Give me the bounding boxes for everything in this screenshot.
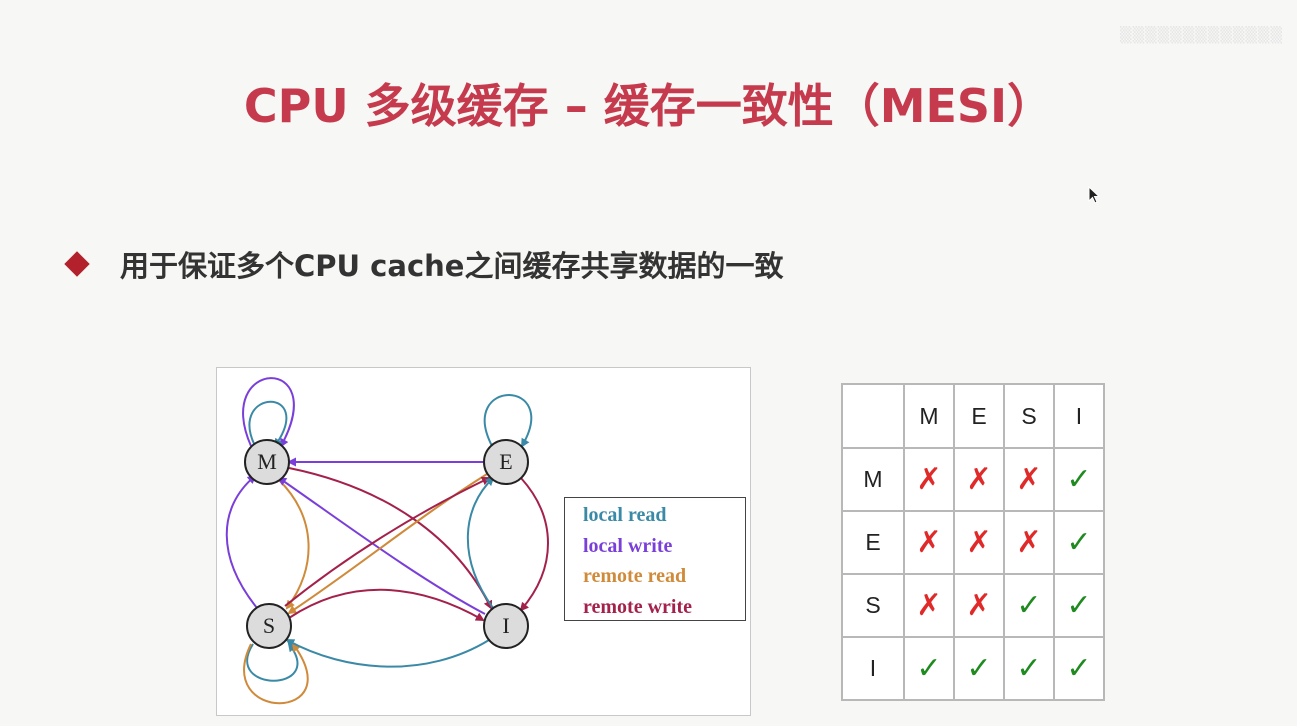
mesi-state-diagram: M E S I local read local write remote re… xyxy=(216,367,751,716)
edge-m-i-red xyxy=(288,467,492,610)
cross-mark-icon: ✗ xyxy=(966,589,992,622)
check-mark-icon: ✓ xyxy=(1066,652,1092,685)
check-mark-icon: ✓ xyxy=(1066,589,1092,622)
edge-m-self-purple xyxy=(242,377,295,448)
state-transition-graph: M E S I xyxy=(225,377,549,705)
matrix-col-header: E xyxy=(953,383,1005,449)
edge-e-self-blue xyxy=(483,394,533,448)
cross-mark-icon: ✗ xyxy=(1016,526,1042,559)
edge-i-e-blue xyxy=(466,476,495,609)
bullet-text: 用于保证多个CPU cache之间缓存共享数据的一致 xyxy=(120,249,784,283)
matrix-cell: ✓ xyxy=(903,636,955,701)
check-mark-icon: ✓ xyxy=(916,652,942,685)
mouse-pointer-icon xyxy=(1088,186,1101,204)
matrix-cell: ✗ xyxy=(953,510,1005,575)
matrix-col-header: S xyxy=(1003,383,1055,449)
legend-item-local-write: local write xyxy=(583,534,673,557)
matrix-row-header: M xyxy=(841,447,905,512)
legend-item-remote-read: remote read xyxy=(583,565,687,587)
cross-mark-icon: ✗ xyxy=(966,463,992,496)
watermark: ▒▒▒▒▒▒▒▒▒▒▒▒▒ xyxy=(1120,26,1283,44)
matrix-cell: ✓ xyxy=(1053,573,1105,638)
matrix-cell: ✓ xyxy=(1003,573,1055,638)
mesi-compatibility-matrix: M E S I M ✗ ✗ ✗ ✓ E ✗ ✗ ✗ ✓ S ✗ ✗ ✓ ✓ I … xyxy=(841,383,1105,701)
diagram-legend: local read local write remote read remot… xyxy=(564,497,746,621)
slide-title: CPU 多级缓存 – 缓存一致性（MESI） xyxy=(243,79,1054,133)
check-mark-icon: ✓ xyxy=(1066,463,1092,496)
matrix-row: E ✗ ✗ ✗ ✓ xyxy=(841,510,1105,575)
check-mark-icon: ✓ xyxy=(1016,589,1042,622)
cross-mark-icon: ✗ xyxy=(916,526,942,559)
matrix-header-row: M E S I xyxy=(841,383,1105,449)
matrix-cell: ✗ xyxy=(1003,447,1055,512)
edge-m-s-orange xyxy=(278,479,310,610)
edge-e-s-orange xyxy=(287,473,488,615)
matrix-row-header: S xyxy=(841,573,905,638)
matrix-col-header: I xyxy=(1053,383,1105,449)
check-mark-icon: ✓ xyxy=(966,652,992,685)
node-m: M xyxy=(244,439,290,485)
legend-item-local-read: local read xyxy=(583,504,667,526)
node-m-label: M xyxy=(257,449,277,474)
matrix-cell: ✗ xyxy=(953,573,1005,638)
matrix-cell: ✓ xyxy=(1053,636,1105,701)
node-s: S xyxy=(246,603,292,649)
matrix-corner-cell xyxy=(841,383,905,449)
cross-mark-icon: ✗ xyxy=(916,589,942,622)
matrix-cell: ✗ xyxy=(953,447,1005,512)
legend-item-remote-write: remote write xyxy=(583,595,693,618)
matrix-row: I ✓ ✓ ✓ ✓ xyxy=(841,636,1105,701)
matrix-row: S ✗ ✗ ✓ ✓ xyxy=(841,573,1105,638)
matrix-cell: ✓ xyxy=(1053,510,1105,575)
edge-i-s-blue xyxy=(285,639,490,668)
matrix-cell: ✗ xyxy=(903,447,955,512)
matrix-cell: ✓ xyxy=(1053,447,1105,512)
edge-s-self-orange xyxy=(243,642,309,705)
matrix-row: M ✗ ✗ ✗ ✓ xyxy=(841,447,1105,512)
bullet-point: 用于保证多个CPU cache之间缓存共享数据的一致 xyxy=(62,242,783,286)
matrix-row-header: E xyxy=(841,510,905,575)
edge-s-self-blue xyxy=(246,642,299,682)
matrix-cell: ✓ xyxy=(953,636,1005,701)
check-mark-icon: ✓ xyxy=(1016,652,1042,685)
diamond-bullet-icon xyxy=(64,251,90,277)
matrix-row-header: I xyxy=(841,636,905,701)
matrix-cell: ✗ xyxy=(903,510,955,575)
edge-m-self-blue xyxy=(248,400,288,448)
edge-s-i-red xyxy=(288,588,485,621)
cross-mark-icon: ✗ xyxy=(916,463,942,496)
matrix-col-header: M xyxy=(903,383,955,449)
matrix-cell: ✓ xyxy=(1003,636,1055,701)
matrix-cell: ✗ xyxy=(1003,510,1055,575)
matrix-cell: ✗ xyxy=(903,573,955,638)
node-e: E xyxy=(483,439,529,485)
check-mark-icon: ✓ xyxy=(1066,526,1092,559)
node-e-label: E xyxy=(499,449,512,474)
edge-s-e-red xyxy=(284,476,491,607)
cross-mark-icon: ✗ xyxy=(1016,463,1042,496)
edge-e-i-red xyxy=(519,477,549,612)
node-s-label: S xyxy=(263,613,275,638)
edge-i-m-purple xyxy=(277,476,486,615)
edge-s-m-purple xyxy=(225,474,258,609)
node-i: I xyxy=(483,603,529,649)
cross-mark-icon: ✗ xyxy=(966,526,992,559)
node-i-label: I xyxy=(502,613,509,638)
